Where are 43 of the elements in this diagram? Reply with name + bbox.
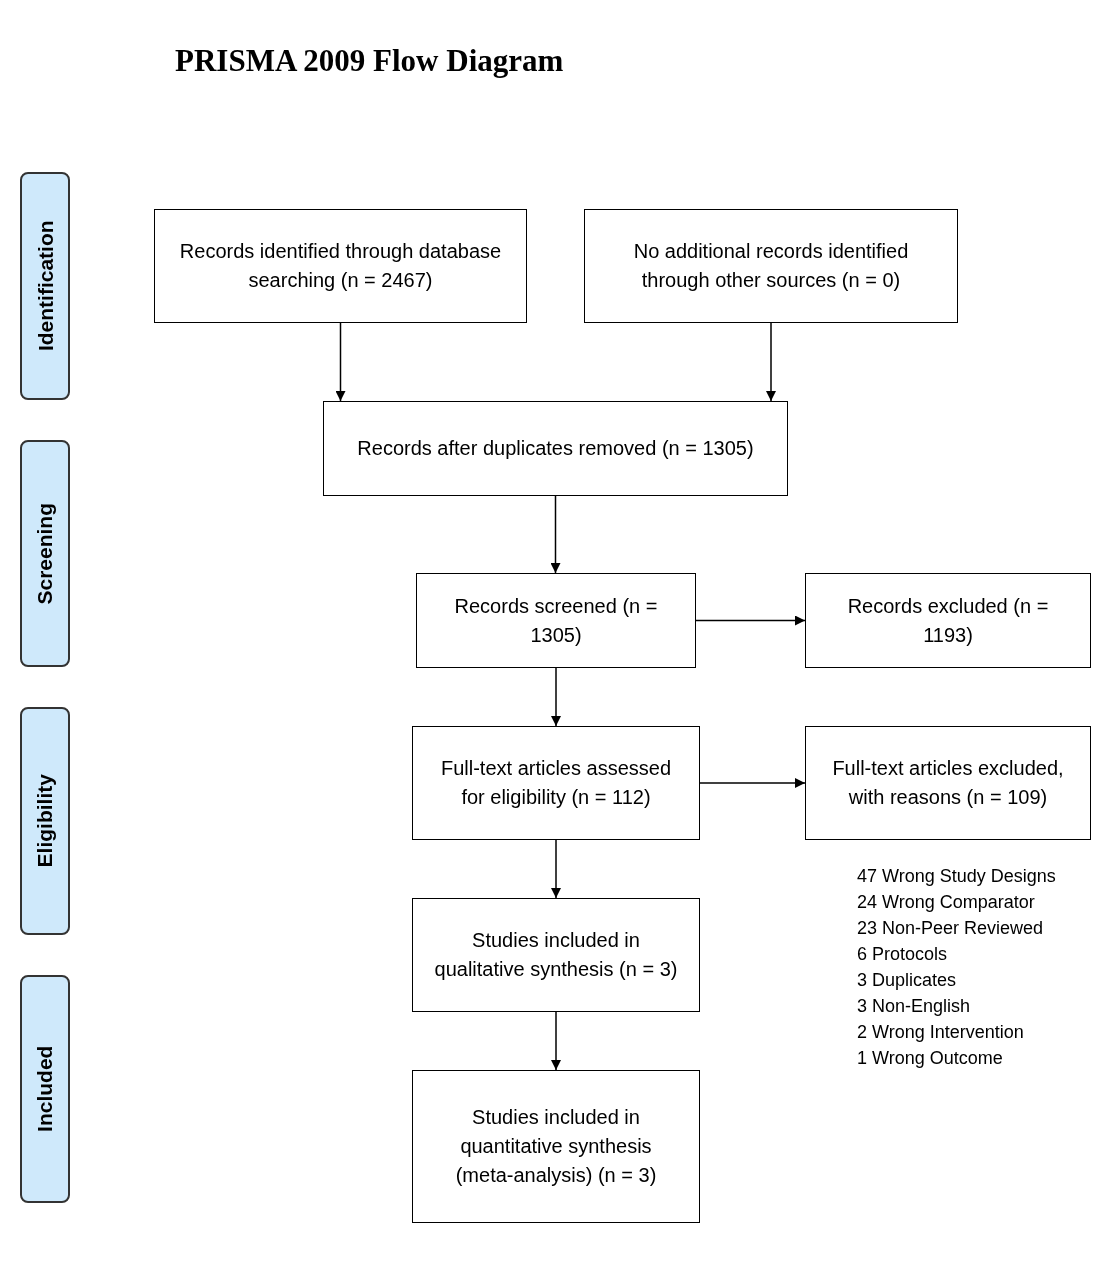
process-box [805,726,1091,840]
stage-label: Identification [32,220,58,352]
process-box [323,401,788,496]
box-text: Records screened (n = 1305) [453,593,659,648]
arrow [335,322,346,402]
process-box [805,573,1091,668]
exclusion-reason: 6 Protocols [857,943,949,966]
box-text: Records excluded (n = 1193) [846,593,1050,648]
exclusion-reason: 47 Wrong Study Designs [857,865,1056,888]
stage-band [20,172,70,400]
exclusion-reason: 3 Non-English [857,995,972,1018]
arrow [699,778,806,788]
arrow [695,615,806,626]
box-text: Studies included in qualitative synthesis (n = 3) [433,928,679,982]
arrow [551,1011,561,1071]
diagram-title: PRISMA 2009 Flow Diagram [175,42,564,80]
process-box [412,898,700,1012]
exclusion-reason: 2 Wrong Intervention [857,1021,1025,1044]
stage-band [20,975,70,1203]
box-text: Full-text articles assessed for eligibility (n = 112) [439,756,673,810]
exclusion-reason: 3 Duplicates [857,969,958,992]
process-box [412,1070,700,1223]
stage-label: Eligibility [32,774,58,868]
box-text: No additional records identified through other sources (n = 0) [632,239,910,293]
stage-band [20,707,70,935]
process-box [154,209,527,323]
exclusion-reason: 24 Wrong Comparator [857,891,1036,914]
box-text: Full-text articles excluded, with reasons (n = 109) [831,756,1065,810]
stage-band [20,440,70,667]
arrow [551,667,561,727]
stage-label: Included [32,1045,58,1133]
arrow [550,495,561,574]
process-box [584,209,958,323]
exclusion-reason: 23 Non-Peer Reviewed [857,917,1045,940]
exclusion-reason: 1 Wrong Outcome [857,1047,1004,1070]
box-text: Records identified through database searching (n = 2467) [178,239,503,293]
process-box [416,573,696,668]
stage-label: Screening [32,502,58,605]
box-text: Studies included in quantitative synthesis (meta-analysis) (n = 3) [454,1105,658,1188]
arrow [766,322,776,402]
process-box [412,726,700,840]
box-text: Records after duplicates removed (n = 1305) [357,436,754,461]
arrow [551,839,561,899]
